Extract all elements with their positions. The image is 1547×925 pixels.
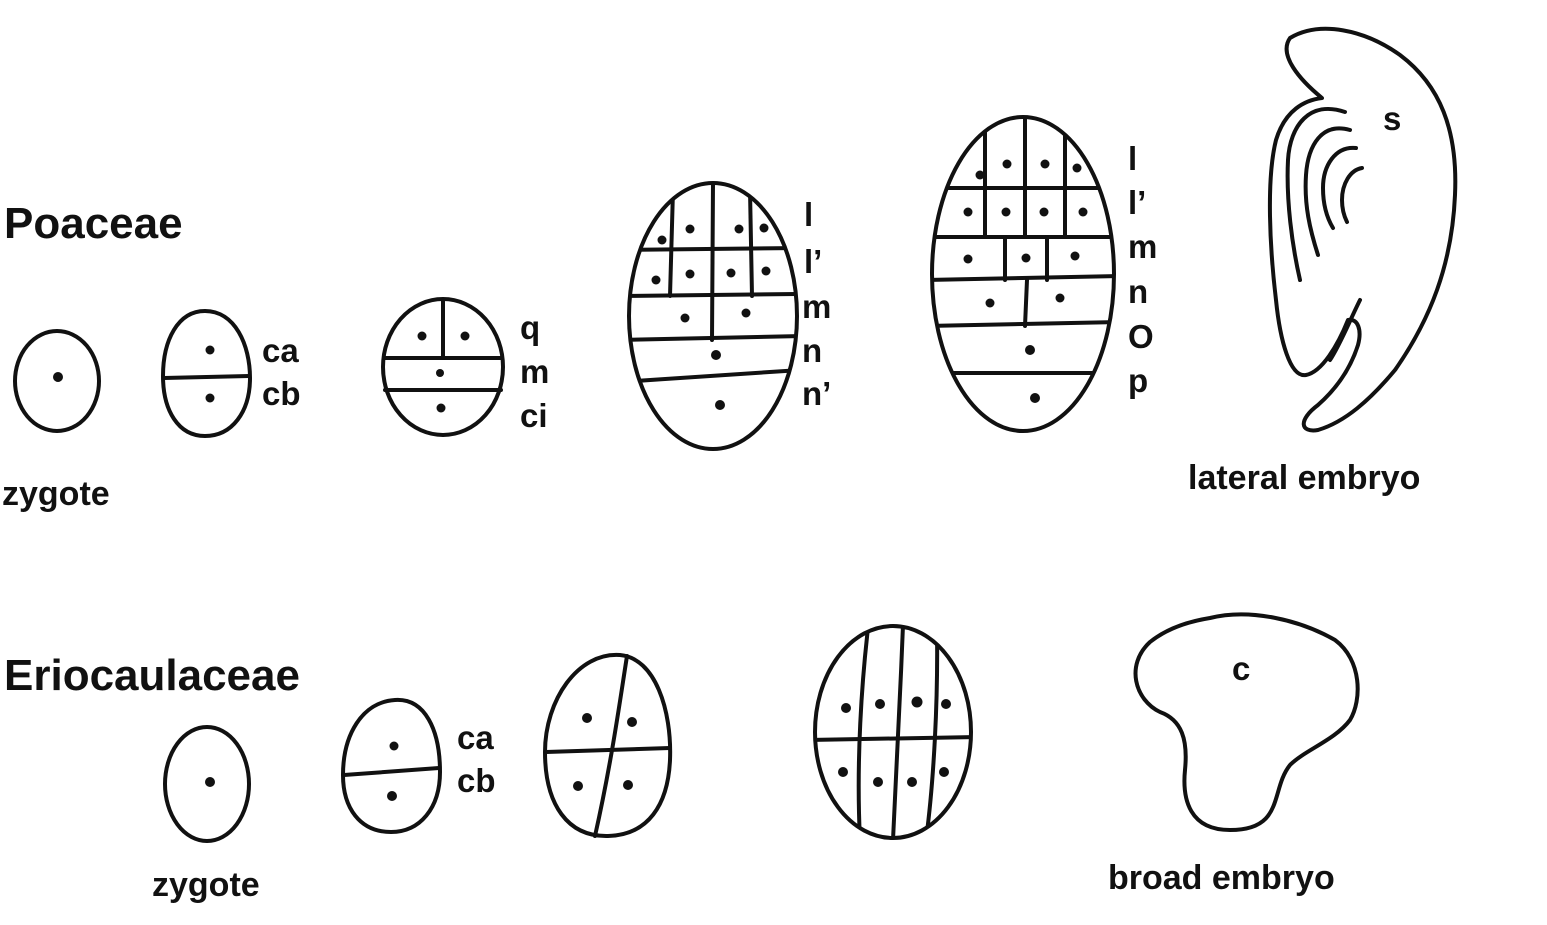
eriocaulaceae-zygote-cell bbox=[163, 725, 251, 843]
eriocaulaceae-eight-cell-stage bbox=[813, 624, 973, 840]
poaceae-stage4-label-l: l bbox=[804, 196, 813, 233]
poaceae-stage2-label-cb: cb bbox=[262, 375, 301, 412]
eriocaulaceae-stage2-label-ca: ca bbox=[457, 719, 494, 756]
eriocaulaceae-title: Eriocaulaceae bbox=[4, 651, 300, 700]
poaceae-two-cell-stage bbox=[161, 309, 252, 438]
eriocaulaceae-two-cell-stage bbox=[341, 697, 442, 834]
poaceae-stage4-proembryo bbox=[627, 181, 799, 451]
poaceae-three-tier-stage bbox=[381, 297, 505, 437]
poaceae-stage2-label-ca: ca bbox=[262, 332, 299, 369]
poaceae-stage4-label-n-prime: n’ bbox=[802, 375, 831, 412]
poaceae-stage4-label-l-prime: l’ bbox=[804, 243, 822, 280]
poaceae-stage5-label-p: p bbox=[1128, 362, 1148, 399]
poaceae-stage3-label-q: q bbox=[520, 309, 540, 346]
poaceae-title: Poaceae bbox=[4, 199, 183, 248]
poaceae-stage4-label-m: m bbox=[802, 288, 831, 325]
eriocaulaceae-stage2-label-cb: cb bbox=[457, 762, 496, 799]
poaceae-stage3-label-m: m bbox=[520, 353, 549, 390]
poaceae-zygote-cell bbox=[13, 329, 101, 433]
poaceae-stage5-label-n: n bbox=[1128, 273, 1148, 310]
eriocaulaceae-zygote-caption: zygote bbox=[152, 866, 260, 904]
eriocaulaceae-embryo-label-c: c bbox=[1232, 650, 1250, 687]
eriocaulaceae-embryo-caption: broad embryo bbox=[1108, 859, 1335, 897]
poaceae-stage3-label-ci: ci bbox=[520, 397, 548, 434]
poaceae-embryo-caption: lateral embryo bbox=[1188, 459, 1420, 497]
poaceae-stage5-label-o: O bbox=[1128, 318, 1154, 355]
poaceae-embryo-label-s: s bbox=[1383, 100, 1401, 137]
eriocaulaceae-broad-embryo bbox=[1133, 612, 1360, 832]
poaceae-zygote-caption: zygote bbox=[2, 475, 110, 513]
poaceae-stage5-label-l-prime: l’ bbox=[1128, 184, 1146, 221]
poaceae-stage4-label-n: n bbox=[802, 332, 822, 369]
eriocaulaceae-four-cell-stage bbox=[543, 652, 673, 839]
poaceae-stage5-label-m: m bbox=[1128, 228, 1157, 265]
poaceae-stage5-proembryo bbox=[930, 115, 1116, 433]
poaceae-lateral-embryo bbox=[1267, 26, 1458, 433]
poaceae-stage5-label-l: l bbox=[1128, 140, 1137, 177]
